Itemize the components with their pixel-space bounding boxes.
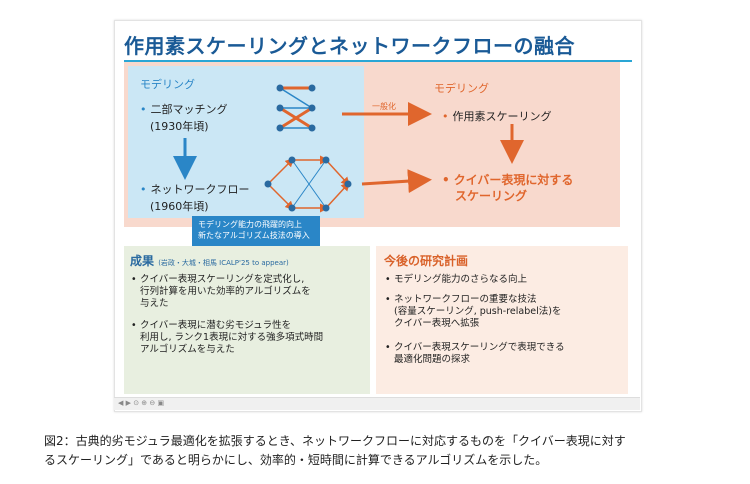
callout-line2: 新たなアルゴリズム技法の導入 [198,231,310,240]
plan-item-3-line2: 最適化問題の探求 [394,354,471,365]
callout-line1: モデリング能力の飛躍的向上 [198,220,302,229]
plan-item-3-line1: クイバー表現スケーリングで表現できる [394,342,565,353]
viewer-toolbar: ◀ ▶ ⊙ ⊕ ⊖ ▣ [114,397,640,410]
results-panel [124,246,370,394]
improvement-callout: モデリング能力の飛躍的向上 新たなアルゴリズム技法の導入 [192,216,320,246]
results-item-2: • クイバー表現に潜む劣モジュラ性を 利用し, ランク1表現に対する強多項式時間… [131,320,324,355]
toolbar-icons[interactable]: ◀ ▶ ⊙ ⊕ ⊖ ▣ [118,399,165,407]
results-item-2-line1: クイバー表現に潜む劣モジュラ性を [140,320,292,331]
results-item-1-line1: クイバー表現スケーリングを定式化し, [140,274,305,285]
operator-scaling-item: •作用素スケーリング [442,110,552,123]
results-item-1-line3: 与えた [140,298,169,309]
figure-caption: 図2：古典的劣モジュラ最適化を拡張するとき、ネットワークフローに対応するものを「… [44,432,712,470]
network-to-quiver-arrow [361,169,432,194]
bipartite-year: (1930年頃) [150,120,209,133]
network-graph-icon [264,155,352,213]
plan-panel [376,246,628,394]
results-title: 成果 (岩政・大城・相馬 ICALP'25 to appear) [130,252,289,269]
plan-item-3: • クイバー表現スケーリングで表現できる 最適化問題の探求 [385,342,565,365]
plan-item-2-line3: クイバー表現へ拡張 [394,318,480,329]
network-item: •ネットワークフロー [140,183,250,196]
quiver-scaling-line1: クイバー表現に対する [453,173,574,187]
operator-scaling-label: 作用素スケーリング [452,110,552,123]
results-item-1-line2: 行列計算を用いた効率的アルゴリズムを [140,286,311,297]
generalize-label: 一般化 [372,102,396,111]
results-citation: (岩政・大城・相馬 ICALP'25 to appear) [158,259,289,267]
classical-modeling-box [128,66,364,218]
results-title-text: 成果 [130,254,155,268]
right-modeling-label: モデリング [434,82,489,95]
plan-title: 今後の研究計画 [384,254,469,268]
plan-item-1: • モデリング能力のさらなる向上 [385,274,528,285]
quiver-scaling-line2: スケーリング [455,189,528,203]
bipartite-graph-icon [276,84,316,132]
results-item-1: • クイバー表現スケーリングを定式化し, 行列計算を用いた効率的アルゴリズムを … [131,274,311,309]
plan-item-1-line1: モデリング能力のさらなる向上 [394,274,528,285]
caption-line1: 図2：古典的劣モジュラ最適化を拡張するとき、ネットワークフローに対応するものを「… [44,434,626,448]
bipartite-label: 二部マッチング [150,103,228,116]
plan-item-2-line2: (容量スケーリング, push-relabel法)を [394,306,562,317]
slide-title: 作用素スケーリングとネットワークフローの融合 [124,34,575,58]
bipartite-item: •二部マッチング [140,103,228,116]
plan-item-2: • ネットワークフローの重要な技法 (容量スケーリング, push-relabe… [385,294,562,329]
network-year: (1960年頃) [150,200,209,213]
network-label: ネットワークフロー [150,183,250,196]
left-modeling-label: モデリング [140,78,195,91]
caption-line2: るスケーリング」であると明らかにし、効率的・短時間に計算できるアルゴリズムを示し… [44,453,548,467]
plan-item-2-line1: ネットワークフローの重要な技法 [394,294,537,305]
results-item-2-line2: 利用し, ランク1表現に対する強多項式時間 [140,332,324,343]
results-item-2-line3: アルゴリズムを与えた [140,344,235,355]
quiver-scaling-item: •クイバー表現に対する [442,173,574,187]
title-rule [124,60,632,62]
